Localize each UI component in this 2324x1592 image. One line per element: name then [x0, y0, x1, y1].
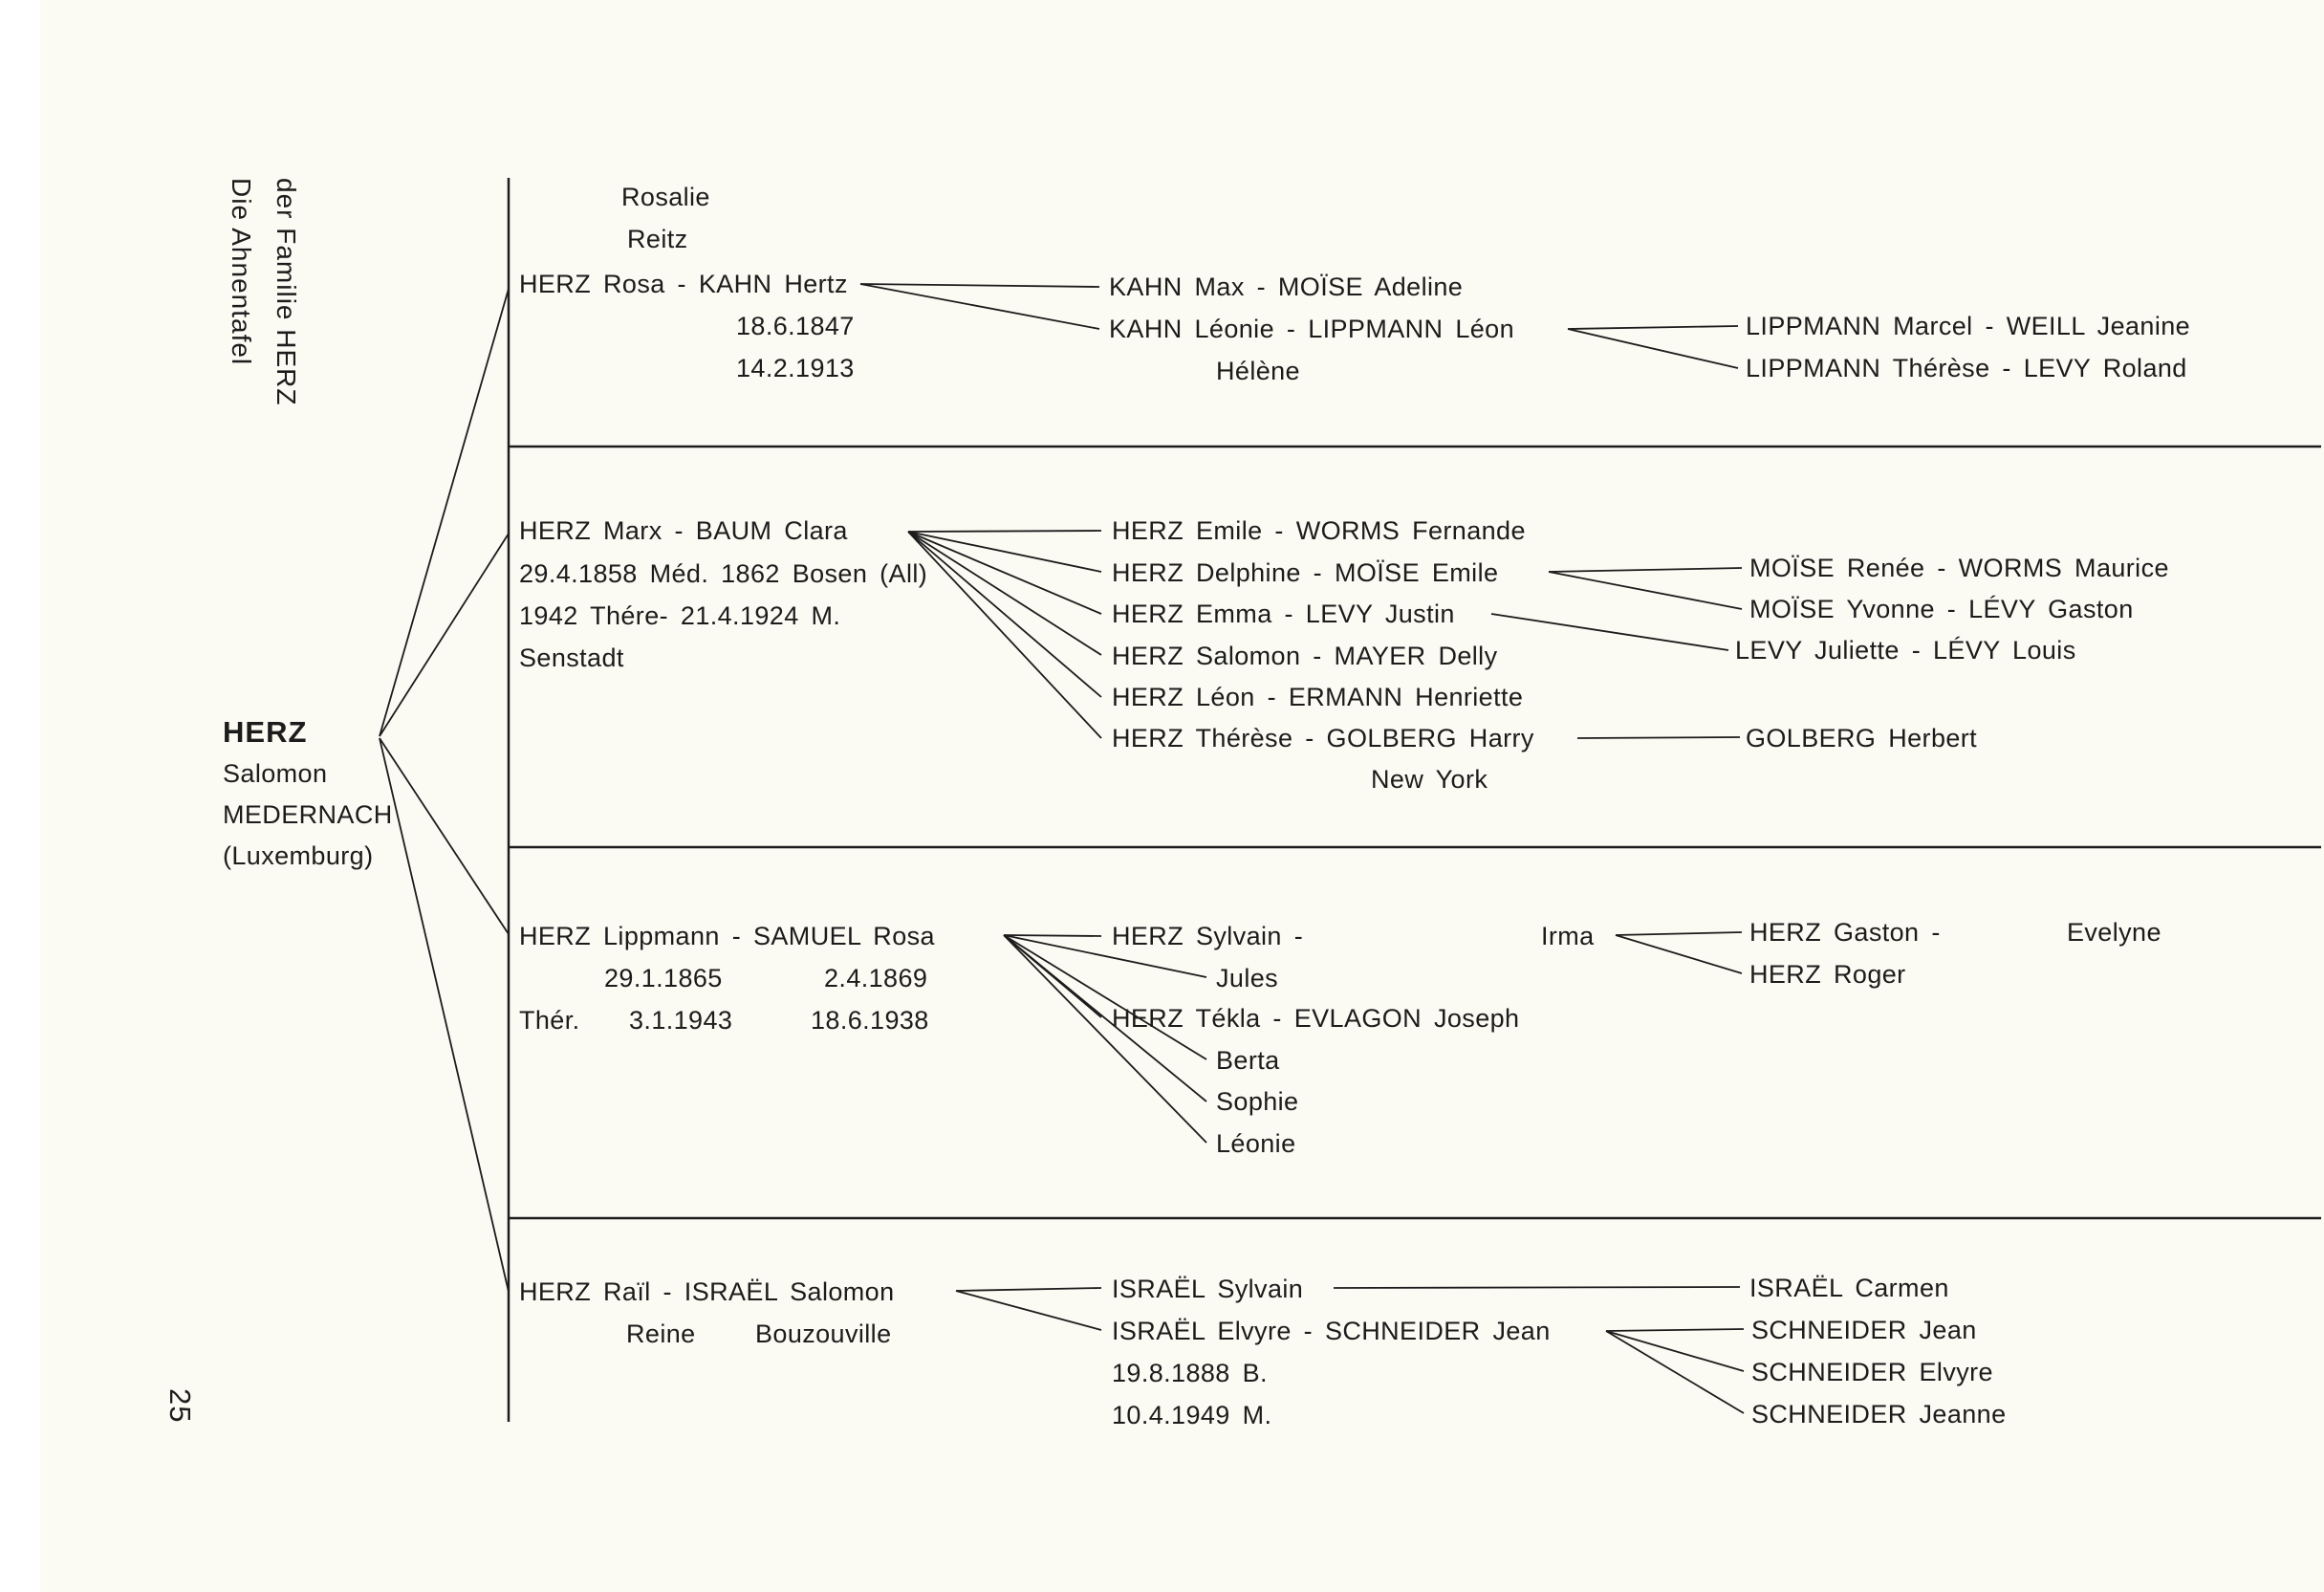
- b1-couple: HERZ Rosa - KAHN Hertz: [519, 270, 848, 298]
- b3-grandchild1-spouse: Evelyne: [2067, 918, 2161, 947]
- b1-child2-couple: KAHN Léonie - LIPPMANN Léon: [1109, 315, 1514, 343]
- b4-couple: HERZ Raïl - ISRAËL Salomon: [519, 1277, 895, 1306]
- b1-birth-date: 18.6.1847: [736, 312, 855, 340]
- b1-mother-given: Rosalie: [621, 183, 710, 211]
- b2-child6-note: New York: [1371, 765, 1488, 794]
- b2-child3-couple: HERZ Emma - LEVY Justin: [1112, 600, 1455, 628]
- page-number: 25: [163, 1388, 197, 1424]
- b2-grandchild3-couple: LEVY Juliette - LÉVY Louis: [1735, 636, 2076, 665]
- root-town: MEDERNACH: [223, 800, 393, 829]
- b1-death-date: 14.2.1913: [736, 354, 855, 382]
- b2-grandchild4: GOLBERG Herbert: [1746, 724, 1978, 752]
- b3-birth-date-wife: 2.4.1869: [824, 964, 928, 992]
- root-surname: HERZ: [223, 715, 308, 749]
- scan-edge: [0, 0, 40, 1592]
- b4-place: Bouzouville: [755, 1319, 892, 1348]
- b4-child2-couple: ISRAËL Elvyre - SCHNEIDER Jean: [1112, 1317, 1551, 1345]
- branch3-lines: [1003, 931, 1743, 1144]
- branch1-lines: [859, 283, 1739, 369]
- b4-grandchild2: SCHNEIDER Jean: [1751, 1316, 1977, 1344]
- b3-death-prefix: Thér.: [519, 1006, 580, 1035]
- b1-grandchild1-couple: LIPPMANN Marcel - WEILL Jeanine: [1746, 312, 2191, 340]
- b3-child5: Sophie: [1216, 1087, 1299, 1116]
- b3-death-date-husband: 3.1.1943: [629, 1006, 733, 1035]
- b3-child1-spouse: Irma: [1541, 922, 1595, 950]
- b2-child1-couple: HERZ Emile - WORMS Fernande: [1112, 516, 1526, 545]
- branch4-lines: [955, 1286, 1745, 1414]
- side-caption-line2: der Familie HERZ: [271, 178, 301, 406]
- b3-birth-date-husband: 29.1.1865: [604, 964, 723, 992]
- b3-grandchild1: HERZ Gaston -: [1749, 918, 1941, 947]
- b4-child1: ISRAËL Sylvain: [1112, 1275, 1304, 1303]
- b2-grandchild1-couple: MOÏSE Renée - WORMS Maurice: [1749, 554, 2169, 582]
- b4-grandchild3: SCHNEIDER Elvyre: [1751, 1358, 1993, 1386]
- b2-info-line2: 1942 Thére- 21.4.1924 M.: [519, 601, 841, 630]
- b2-grandchild2-couple: MOÏSE Yvonne - LÉVY Gaston: [1749, 595, 2134, 623]
- b3-child3-couple: HERZ Tékla - EVLAGON Joseph: [1112, 1004, 1520, 1033]
- b3-child6: Léonie: [1216, 1129, 1296, 1158]
- b2-info-line1: 29.4.1858 Méd. 1862 Bosen (All): [519, 559, 928, 588]
- b2-couple: HERZ Marx - BAUM Clara: [519, 516, 848, 545]
- tree-structure-lines: [507, 178, 2321, 1422]
- b2-child2-couple: HERZ Delphine - MOÏSE Emile: [1112, 558, 1499, 587]
- b3-death-date-wife: 18.6.1938: [811, 1006, 929, 1035]
- root-country: (Luxemburg): [223, 841, 374, 870]
- b3-couple: HERZ Lippmann - SAMUEL Rosa: [519, 922, 935, 950]
- b4-child2-death: 10.4.1949 M.: [1112, 1401, 1272, 1429]
- b3-child4: Berta: [1216, 1046, 1280, 1075]
- b1-grandchild2-couple: LIPPMANN Thérèse - LEVY Roland: [1746, 354, 2187, 382]
- b2-info-line3: Senstadt: [519, 643, 624, 672]
- b1-mother-surname: Reitz: [627, 225, 688, 253]
- b3-grandchild2: HERZ Roger: [1749, 960, 1906, 989]
- branch2-lines: [907, 530, 1743, 739]
- side-caption-line1: Die Ahnentafel: [227, 178, 256, 366]
- root-fan-lines: [379, 288, 510, 1293]
- b4-child2-birth: 19.8.1888 B.: [1112, 1359, 1268, 1387]
- root-given-name: Salomon: [223, 759, 328, 788]
- b1-child2-note: Hélène: [1216, 357, 1300, 385]
- b4-wife-given: Reine: [626, 1319, 696, 1348]
- b2-child6-couple: HERZ Thérèse - GOLBERG Harry: [1112, 724, 1534, 752]
- b1-child1-couple: KAHN Max - MOÏSE Adeline: [1109, 273, 1464, 301]
- b2-child4-couple: HERZ Salomon - MAYER Delly: [1112, 642, 1498, 670]
- b3-child1: HERZ Sylvain -: [1112, 922, 1304, 950]
- b4-grandchild1: ISRAËL Carmen: [1749, 1274, 1949, 1302]
- b4-grandchild4: SCHNEIDER Jeanne: [1751, 1400, 2007, 1428]
- b3-child2: Jules: [1216, 964, 1279, 992]
- b2-child5-couple: HERZ Léon - ERMANN Henriette: [1112, 683, 1524, 711]
